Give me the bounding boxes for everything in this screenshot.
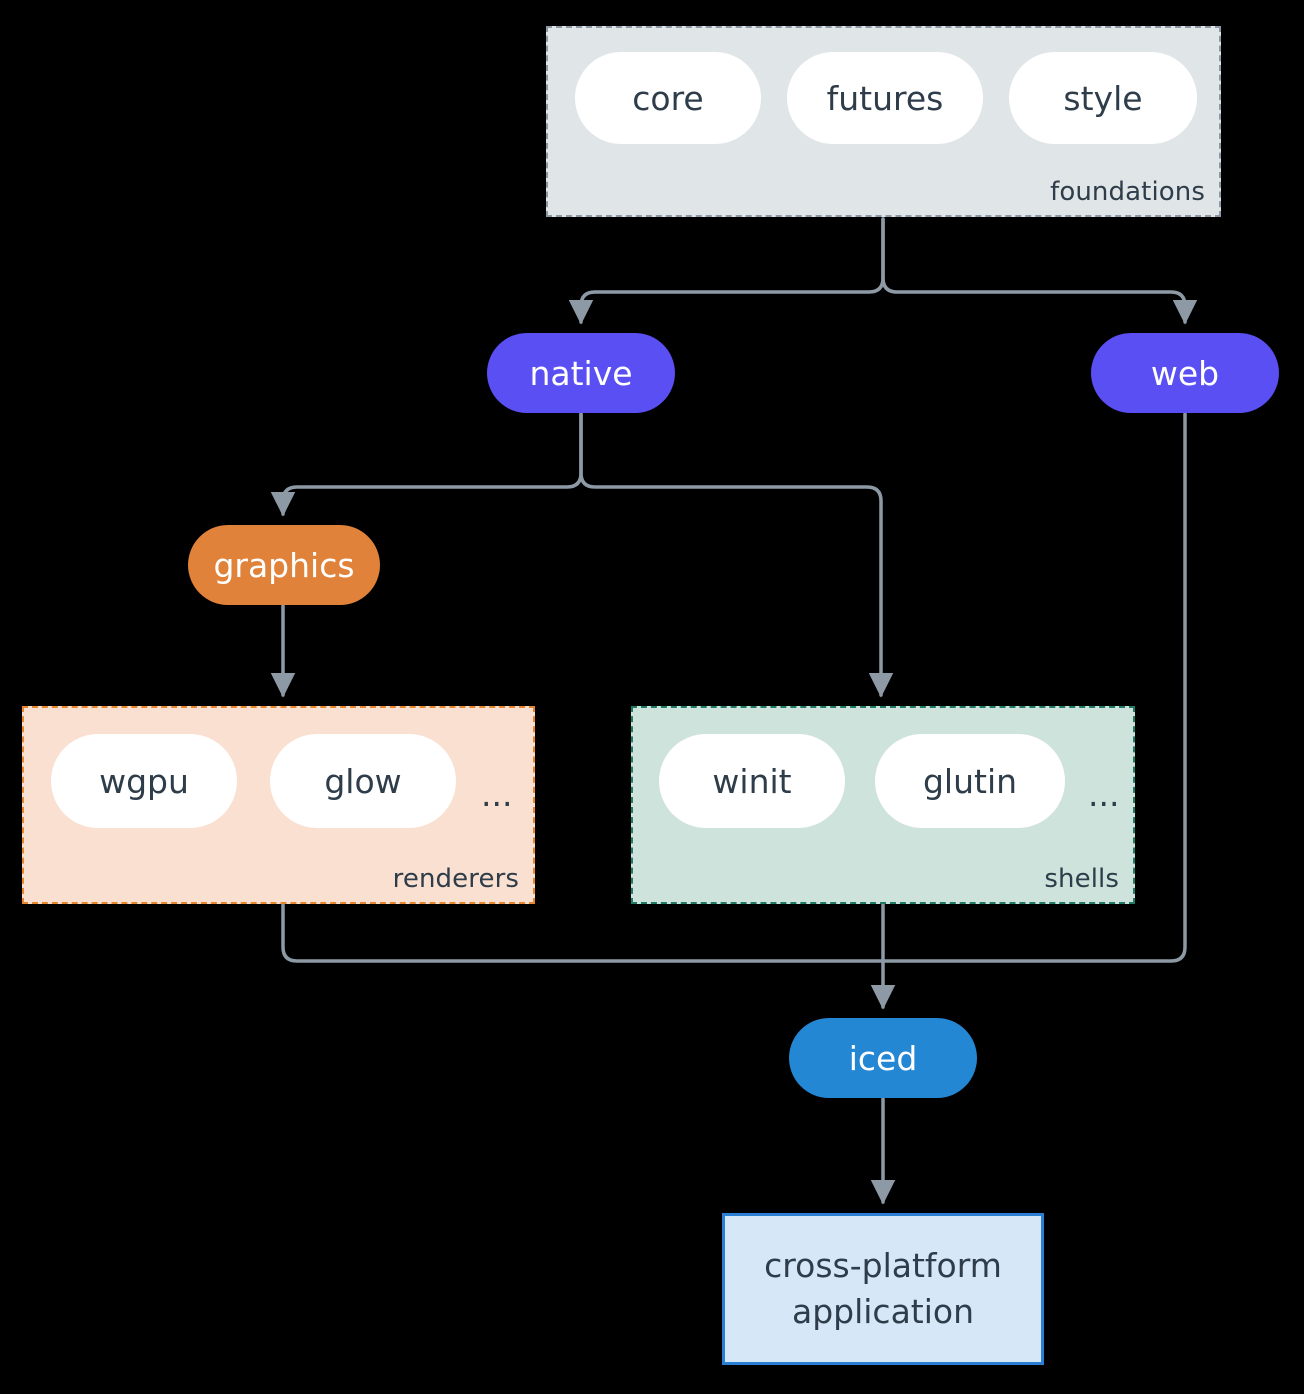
node-native[interactable]: native <box>487 333 675 413</box>
node-native-label: native <box>529 353 633 393</box>
pill-core-label: core <box>632 78 704 118</box>
pill-futures-label: futures <box>826 78 944 118</box>
application-label-line2: application <box>791 1292 975 1331</box>
pill-glutin-label: glutin <box>922 761 1018 801</box>
node-graphics[interactable]: graphics <box>188 525 380 605</box>
pill-core[interactable]: core <box>575 52 761 144</box>
pill-wgpu-label: wgpu <box>99 761 189 801</box>
cluster-renderers-label: renderers <box>392 864 519 894</box>
edge-native-shells <box>579 412 894 698</box>
pill-style[interactable]: style <box>1009 52 1197 144</box>
cluster-foundations: core futures style foundations <box>546 26 1221 217</box>
pill-glutin[interactable]: glutin <box>875 734 1065 828</box>
cluster-foundations-label: foundations <box>1050 177 1205 207</box>
pill-futures[interactable]: futures <box>787 52 983 144</box>
node-iced-label: iced <box>848 1038 918 1078</box>
renderers-ellipsis: ... <box>481 775 513 814</box>
node-graphics-label: graphics <box>213 545 355 585</box>
shells-ellipsis: ... <box>1088 775 1120 814</box>
edge-web-iced <box>881 412 1187 963</box>
node-web-label: web <box>1150 353 1220 393</box>
pill-style-label: style <box>1063 78 1143 118</box>
edge-foundations-native <box>568 217 885 325</box>
node-web[interactable]: web <box>1091 333 1279 413</box>
pill-glow-label: glow <box>324 761 402 801</box>
cluster-shells: winit glutin ... shells <box>631 706 1135 904</box>
pill-wgpu[interactable]: wgpu <box>51 734 237 828</box>
node-cross-platform-application[interactable]: cross-platform application <box>722 1213 1044 1365</box>
pill-glow[interactable]: glow <box>270 734 456 828</box>
cluster-renderers: wgpu glow ... renderers <box>22 706 535 904</box>
edge-foundations-web <box>881 217 1198 325</box>
edge-native-graphics <box>270 412 583 517</box>
cluster-shells-label: shells <box>1044 864 1119 894</box>
edge-renderers-iced <box>281 903 885 963</box>
application-label-line1: cross-platform <box>764 1245 1002 1285</box>
pill-winit-label: winit <box>712 761 792 801</box>
pill-winit[interactable]: winit <box>659 734 845 828</box>
node-iced[interactable]: iced <box>789 1018 977 1098</box>
